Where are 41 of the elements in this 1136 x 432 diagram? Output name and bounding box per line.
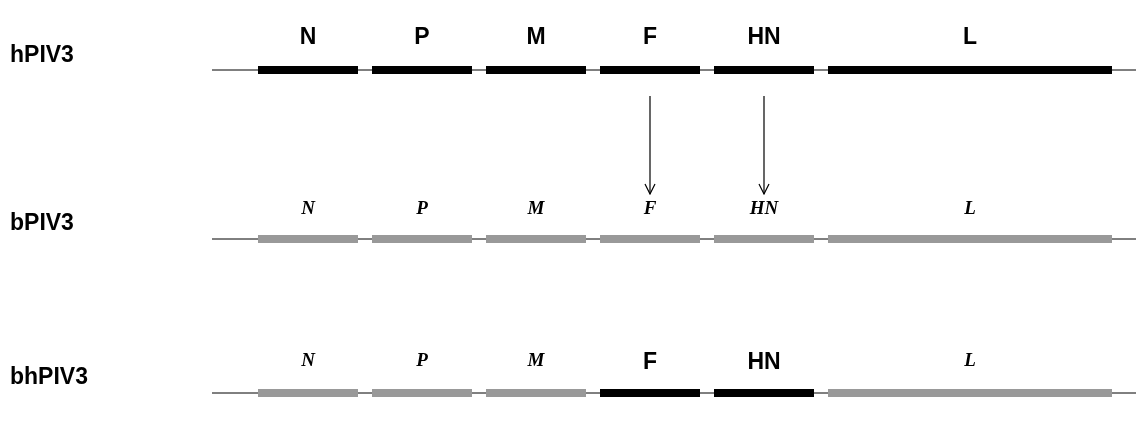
gene-label: M (527, 198, 545, 217)
gene-segment (258, 198, 358, 243)
gene-label: HN (749, 198, 779, 217)
gene-segment (258, 25, 358, 74)
gene-label: P (414, 25, 430, 48)
gene-segment (258, 350, 358, 397)
strain-name: bPIV3 (10, 211, 74, 234)
gene-label: L (964, 198, 976, 217)
gene-label: F (643, 198, 657, 217)
gene-label: N (301, 350, 315, 369)
arrow (758, 95, 770, 195)
gene-segment (486, 198, 586, 243)
gene-label: F (642, 25, 658, 48)
gene-label: N (299, 25, 317, 48)
gene-segment (372, 25, 472, 74)
gene-segment (714, 350, 814, 397)
gene-segment (714, 198, 814, 243)
strain-name: hPIV3 (10, 43, 74, 66)
gene-label: L (962, 25, 978, 48)
gene-segment (600, 350, 700, 397)
gene-label: HN (747, 350, 781, 373)
gene-segment (486, 350, 586, 397)
gene-segment (828, 198, 1112, 243)
strain-name: bhPIV3 (10, 365, 88, 388)
gene-label: P (416, 350, 428, 369)
gene-label: F (642, 350, 658, 373)
gene-label: M (527, 350, 545, 369)
gene-label: N (301, 198, 315, 217)
gene-segment (600, 198, 700, 243)
gene-segment (714, 25, 814, 74)
gene-segment (372, 198, 472, 243)
gene-segment (828, 350, 1112, 397)
gene-segment (372, 350, 472, 397)
gene-label: P (416, 198, 428, 217)
gene-label: M (526, 25, 546, 48)
gene-segment (828, 25, 1112, 74)
gene-segment (600, 25, 700, 74)
gene-label: HN (747, 25, 781, 48)
gene-label: L (964, 350, 976, 369)
gene-segment (486, 25, 586, 74)
arrow (644, 95, 656, 195)
